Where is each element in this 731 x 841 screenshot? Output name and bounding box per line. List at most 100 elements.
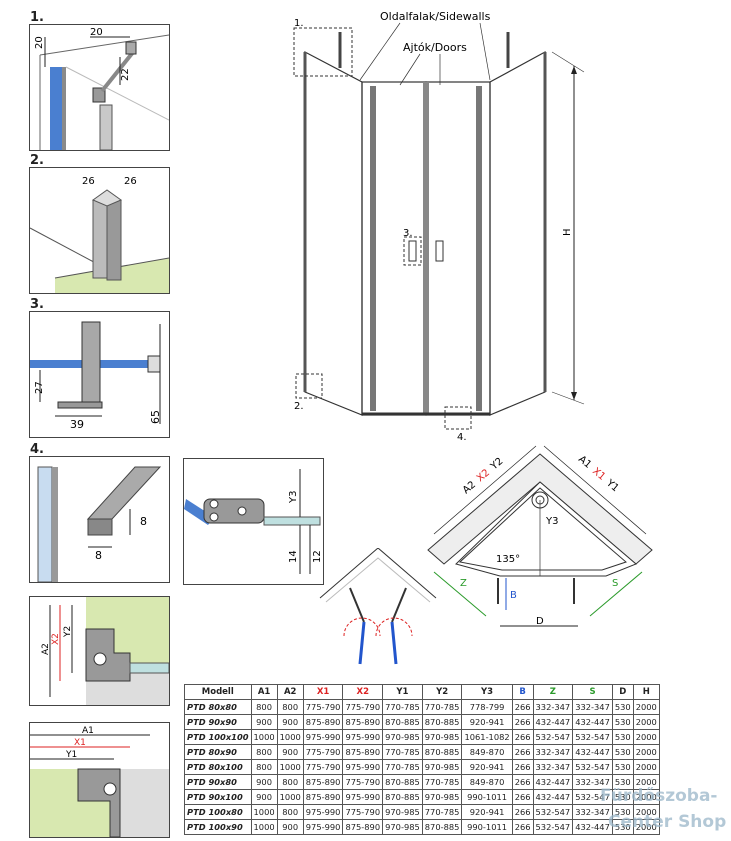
table-header-cell: D (611, 684, 634, 700)
table-cell: 970-985 (382, 804, 423, 820)
detail-number-3: 3. (30, 297, 44, 312)
table-cell: 920-941 (461, 759, 513, 775)
table-cell: 1000 (250, 819, 278, 835)
table-cell: 775-790 (302, 699, 344, 715)
table-cell: 800 (250, 759, 278, 775)
table-cell: 1000 (276, 729, 304, 745)
table-cell: 530 (611, 759, 634, 775)
table-cell: 975-990 (302, 804, 344, 820)
table-cell: 770-785 (382, 699, 423, 715)
table-cell: 900 (276, 714, 304, 730)
table-cell: 266 (511, 819, 534, 835)
front-view-drawing: Oldalfalak/Sidewalls Ajtók/Doors 1. 2. 3… (293, 10, 585, 440)
table-header-cell: S (572, 684, 613, 700)
table-cell: 2000 (632, 714, 660, 730)
table-cell: 775-790 (342, 804, 384, 820)
detail-1-dim-a: 20 (34, 36, 45, 49)
detail-number-1: 1. (30, 10, 44, 25)
table-cell: 970-985 (421, 759, 463, 775)
table-cell: 1000 (250, 729, 278, 745)
detail-2-dim-b: 26 (124, 176, 137, 187)
table-model-cell: PTD 90x80 (184, 774, 252, 790)
table-cell: 870-885 (382, 774, 423, 790)
table-cell: 975-990 (302, 819, 344, 835)
front-height-label: H (562, 228, 573, 236)
table-cell: 900 (276, 819, 304, 835)
table-cell: 778-799 (461, 699, 513, 715)
detail-4-hinge-y3: Y3 (288, 491, 299, 504)
table-model-cell: PTD 90x100 (184, 789, 252, 805)
detail-number-2: 2. (30, 153, 44, 168)
table-cell: 2000 (632, 729, 660, 745)
plan-detail-y2-label: Y2 (63, 626, 73, 638)
table-cell: 800 (250, 744, 278, 760)
table-cell: 332-347 (572, 699, 613, 715)
table-cell: 970-985 (421, 789, 463, 805)
table-cell: 1000 (250, 804, 278, 820)
table-cell: 532-547 (572, 729, 613, 745)
watermark-line-2: Center Shop (608, 812, 727, 832)
table-cell: 530 (611, 744, 634, 760)
table-cell: 432-447 (572, 744, 613, 760)
table-cell: 2000 (632, 819, 660, 835)
table-cell: 770-785 (421, 699, 463, 715)
detail-4-profile-dim-a: 8 (95, 549, 102, 562)
table-cell: 920-941 (461, 714, 513, 730)
table-cell: 432-447 (532, 714, 574, 730)
table-cell: 532-547 (572, 759, 613, 775)
door-opening-drawing (319, 548, 437, 665)
front-callout-1: 1. (294, 18, 304, 29)
front-callout-2: 2. (294, 401, 304, 412)
table-model-cell: PTD 80x100 (184, 759, 252, 775)
table-cell: 849-870 (461, 744, 513, 760)
table-cell: 775-790 (302, 744, 344, 760)
table-cell: 770-785 (382, 759, 423, 775)
table-cell: 900 (250, 789, 278, 805)
plan-view-drawing: Y3 B D 135° Z S A2 X2 Y2 A1 X1 Y1 (427, 445, 653, 627)
table-cell: 530 (611, 714, 634, 730)
table-cell: 800 (276, 699, 304, 715)
table-model-cell: PTD 100x100 (184, 729, 252, 745)
table-cell: 975-990 (302, 729, 344, 745)
table-cell: 770-785 (382, 744, 423, 760)
detail-4-profile-panel: 8 8 (29, 456, 170, 583)
detail-4-hinge-panel: Y3 14 12 (183, 458, 324, 585)
table-cell: 2000 (632, 744, 660, 760)
table-cell: 800 (250, 699, 278, 715)
table-cell: 970-985 (421, 729, 463, 745)
table-cell: 266 (511, 774, 534, 790)
table-cell: 266 (511, 789, 534, 805)
table-cell: 870-885 (382, 714, 423, 730)
detail-number-4: 4. (30, 442, 44, 457)
table-cell: 432-447 (532, 774, 574, 790)
front-callout-4: 4. (457, 432, 467, 440)
table-cell: 266 (511, 759, 534, 775)
plan-detail-a2-drawing: A2 X2 Y2 (41, 597, 169, 705)
table-cell: 530 (611, 699, 634, 715)
table-cell: 870-885 (421, 744, 463, 760)
table-cell: 875-890 (302, 774, 344, 790)
detail-3-panel: 27 39 65 (29, 311, 170, 438)
table-header-cell: X1 (302, 684, 344, 700)
table-header-row: Modell A1 A2 X1 X2 Y1 Y2 Y3 B Z S D H (184, 684, 660, 700)
table-cell: 530 (611, 729, 634, 745)
detail-1-drawing: 20 20 22 (34, 27, 169, 150)
plan-detail-a2-label: A2 (41, 643, 51, 655)
table-header-cell: Y1 (382, 684, 423, 700)
table-cell: 875-890 (342, 744, 384, 760)
detail-3-drawing: 27 39 65 (30, 321, 162, 431)
detail-3-dim-a: 27 (34, 381, 45, 394)
watermark-line-1: Fürdőszoba- (600, 786, 718, 806)
model-dimension-table: Modell A1 A2 X1 X2 Y1 Y2 Y3 B Z S D H PT… (184, 684, 660, 835)
detail-2-drawing: 26 26 (30, 176, 169, 293)
table-cell: 970-985 (382, 819, 423, 835)
detail-2-panel: 26 26 (29, 167, 170, 294)
table-cell: 875-890 (342, 819, 384, 835)
table-cell: 432-447 (532, 789, 574, 805)
